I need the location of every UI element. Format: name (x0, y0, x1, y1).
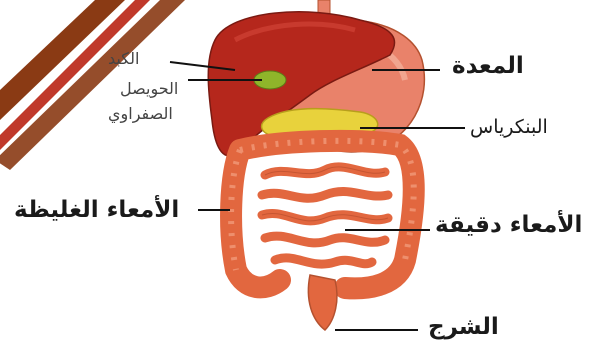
label-small-intestine: الأمعاء دقيقة (435, 214, 582, 237)
label-liver: الكبد (108, 51, 139, 67)
rectum (308, 275, 337, 330)
label-gallbladder-line2: الصفراوي (108, 106, 173, 122)
label-large-intestine: الأمعاء الغليظة (14, 199, 179, 222)
small-intestine (262, 167, 388, 264)
label-pancreas: البنكرياس (470, 118, 548, 137)
label-gallbladder-line1: الحويصل (120, 81, 178, 97)
label-rectum: الشرج (428, 316, 499, 339)
label-stomach: المعدة (452, 55, 524, 78)
